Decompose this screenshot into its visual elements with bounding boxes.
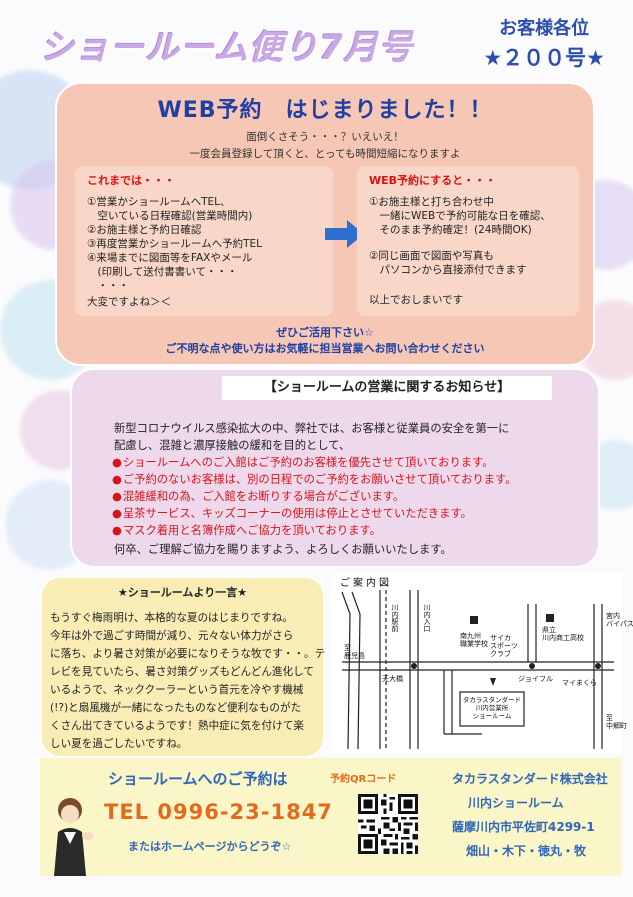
map-label-mymakura: マイまくら [562,679,597,687]
web-intro-line: 面倒くさそう・・・？いえいえ！ [246,131,404,143]
issue-number: ★２００号★ [483,46,605,70]
notice-item: ご予約のないお客様は、別の日程でのご予約をお願いさせて頂いております。 [112,471,517,487]
arrow-right-icon [325,220,364,248]
message-line: (!?)と扇風機が一緒になったものなど便利なものがた [50,702,302,714]
map-label-nakagumi: 至 中郷町 [606,714,627,730]
notice-title: 【ショールームの営業に関するお知らせ】 [222,376,552,400]
message-line: いるようで、ネッククーラーという首元を冷やす機械 [50,684,304,696]
before-line: ②お施主様と予約日確認 [87,224,202,236]
notice-item: マスク着用と名簿作成へご協力を頂いております。 [112,522,381,538]
before-line: ③再度営業かショールームへ予約TEL [87,238,262,250]
customer-greeting: お客様各位 ★２００号★ [483,14,605,72]
after-panel: WEB予約にすると・・・ ①お施主様と打ち合わせ中 一緒にWEBで予約可能な日を… [357,166,579,316]
before-line: ・・・ [87,280,129,292]
web-intro-line: 一度会員登録して頂くと、とっても時間短縮になりますよ [189,148,461,160]
map-label-showroom: タカラスタンダード 川内営業所 ショールーム [462,696,522,720]
message-title: ★ショールームより一言★ [117,586,248,599]
homepage-note: またはホームページからどうぞ☆ [128,840,292,853]
message-line: くさん出てきているようです！熱中症に気を付けて楽 [50,720,304,732]
before-panel: これまでは・・・ ①営業かショールームへTEL、 空いている日程確認(営業時間内… [75,166,333,316]
before-line: ④来場までに図面等をFAXやメール [87,252,253,264]
reservation-title: ショールームへのご予約は [108,770,288,788]
before-line: (印刷して送付書書いて・・・ [87,266,238,278]
notice-intro: 新型コロナウイルス感染拡大の中、弊社では、お客様と従業員の安全を第一に [114,422,510,435]
staff-illustration [54,798,94,876]
after-line: 以上でおしまいです [369,294,464,306]
message-line: もうすぐ梅雨明け、本格的な夏のはじまりですね。 [50,612,293,624]
web-reservation-panel: WEB予約 はじまりました！！ 面倒くさそう・・・？いえいえ！ 一度会員登録して… [55,82,595,366]
map-label-club: サイカ スポーツ クラブ [490,634,518,658]
map-label-tenbo: 天大橋 [382,675,403,683]
contact-footer: ショールームへのご予約は TEL 0996-23-1847 またはホームページか… [40,758,622,876]
phone-number[interactable]: TEL 0996-23-1847 [104,800,333,824]
before-line: ①営業かショールームへTEL、 [87,196,231,208]
showroom-message-panel: ★ショールームより一言★ もうすぐ梅雨明け、本格的な夏のはじまりですね。 今年は… [40,576,325,758]
message-line: 今年は外で過ごす時間が減り、元々ない体力がさら [50,630,294,642]
branch-name: 川内ショールーム [468,796,564,810]
notice-item: 呈茶サービス、キッズコーナーの使用は停止とさせていただきます。 [112,505,472,521]
web-reservation-title: WEB予約 はじまりました！！ [157,98,493,123]
map-label-school: 南九州 職業学校 [460,632,488,648]
notice-closing: 何卒、ご理解ご協力を賜りますよう、よろしくお願いいたします。 [114,543,452,556]
message-line: レビを見ていたら、暑さ対策グッズもどんどん進化して [50,666,314,678]
map-title: ご案内図 [340,578,392,589]
notice-panel: 【ショールームの営業に関するお知らせ】 新型コロナウイルス感染拡大の中、弊社では… [70,368,600,568]
map-label-sendai-ekimae: 川内駅前 [391,604,399,632]
qr-code-icon[interactable] [358,794,418,854]
after-line: そのまま予約確定！(24時間OK) [369,224,532,236]
address: 薩摩川内市平佐町4299-1 [452,820,595,834]
after-line: ①お施主様と打ち合わせ中 [369,196,494,208]
web-reservation-note: ご不明な点や使い方はお気軽に担当営業へお問い合わせください [165,342,485,355]
before-line: 大変ですよね＞＜ [87,296,171,308]
message-line: しい夏を過ごしたいですね。 [50,738,188,750]
guide-map: ご案内図 南九州 職業学校 県立 川内商工高校 [332,574,633,754]
staff-names: 畑山・木下・徳丸・牧 [466,844,587,858]
map-label-sendai-iriguchi: 川内入口 [423,604,431,632]
customer-line: お客様各位 [499,18,590,39]
map-label-bypass: 宮内 バイパス [606,612,633,628]
before-heading: これまでは・・・ [87,174,175,187]
web-reservation-note: ぜひご活用下さい☆ [276,326,374,339]
before-line: 空いている日程確認(営業時間内) [87,210,253,222]
notice-intro: 配慮し、混雑と濃厚接触の緩和を目的として、 [114,439,351,452]
after-heading: WEB予約にすると・・・ [369,174,497,187]
map-label-kagoshima: 至 鹿児島 [344,644,365,660]
company-name: タカラスタンダード株式会社 [452,772,608,786]
map-label-joyful: ジョイフル [518,675,553,683]
qr-code-label: 予約QRコード [330,774,397,785]
after-line: パソコンから直接添付できます [369,264,527,276]
map-label-kogyo: 県立 川内商工高校 [542,626,584,642]
map-drawing [341,590,614,750]
after-line: ②同じ画面で図面や写真も [369,250,494,262]
after-line: 一緒にWEBで予約可能な日を確認、 [369,210,551,222]
notice-item: ショールームへのご入館はご予約のお客様を優先させて頂いております。 [112,454,494,470]
notice-item: 混雑緩和の為、ご入館をお断りする場合がございます。 [112,488,404,504]
page-title: ショールーム便り7月号 [40,28,414,68]
message-line: に落ち、より暑さ対策が必要になりそうな牧です・・。テ [50,648,326,660]
